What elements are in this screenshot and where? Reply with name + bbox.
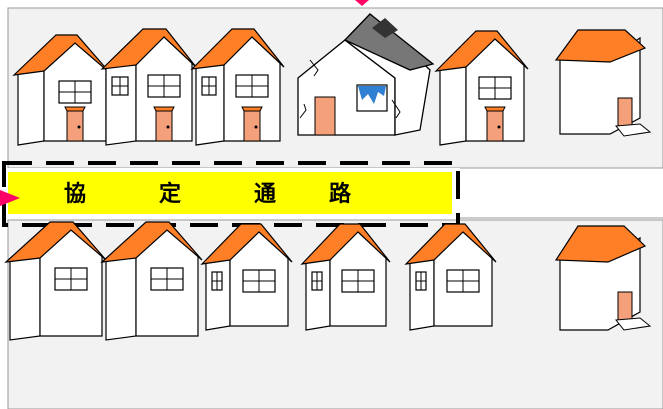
roof — [190, 28, 285, 70]
door-icon — [314, 96, 336, 136]
house — [100, 221, 203, 341]
roof — [404, 223, 497, 265]
door-canopy — [64, 106, 86, 112]
house — [100, 28, 197, 146]
door-icon — [243, 110, 261, 142]
agreement-road-boundary — [2, 161, 460, 227]
door-knob — [497, 125, 501, 129]
roof — [554, 29, 647, 63]
door-icon — [486, 110, 504, 142]
side-wall — [205, 257, 231, 331]
arrow-icon — [0, 190, 20, 206]
house — [190, 28, 285, 146]
roof — [434, 30, 529, 72]
damaged-house — [297, 13, 435, 136]
small-house — [554, 29, 652, 137]
side-wall — [195, 62, 225, 146]
roof — [343, 13, 435, 71]
door-knob — [166, 125, 170, 129]
roof-hole-icon — [372, 18, 398, 38]
roof — [554, 225, 647, 263]
small-house — [554, 225, 652, 331]
door-icon — [617, 97, 633, 127]
road-label-char: 路 — [328, 182, 351, 207]
house — [434, 30, 529, 146]
road-label-char: 通 — [253, 182, 276, 207]
house — [4, 221, 107, 341]
roof — [200, 223, 293, 265]
road-label-char: 協 — [63, 182, 86, 207]
agreement-road-highlight — [8, 172, 452, 214]
step — [615, 123, 652, 137]
side-wall — [439, 64, 467, 146]
house — [300, 223, 391, 331]
side-wall — [305, 257, 331, 331]
house — [404, 223, 497, 331]
side-wall — [17, 68, 45, 146]
door-canopy — [153, 106, 175, 112]
door-icon — [617, 291, 633, 321]
door-canopy — [241, 106, 263, 112]
door-icon — [155, 110, 173, 142]
door-canopy — [484, 106, 506, 112]
house — [12, 34, 111, 146]
door-knob — [77, 125, 81, 129]
door-knob — [254, 125, 258, 129]
side-wall — [105, 62, 137, 146]
side-wall — [409, 257, 435, 331]
side-wall — [105, 255, 137, 341]
crack-lines — [299, 59, 401, 119]
roof — [100, 221, 203, 263]
houses-layer — [4, 13, 652, 341]
house — [200, 223, 293, 331]
road-label-char: 定 — [158, 182, 181, 207]
side-wall — [9, 255, 41, 341]
step — [615, 317, 652, 331]
broken-window-icon — [358, 86, 386, 104]
roof — [300, 223, 391, 265]
top-marker-icon — [355, 0, 369, 6]
door-icon — [66, 110, 84, 142]
